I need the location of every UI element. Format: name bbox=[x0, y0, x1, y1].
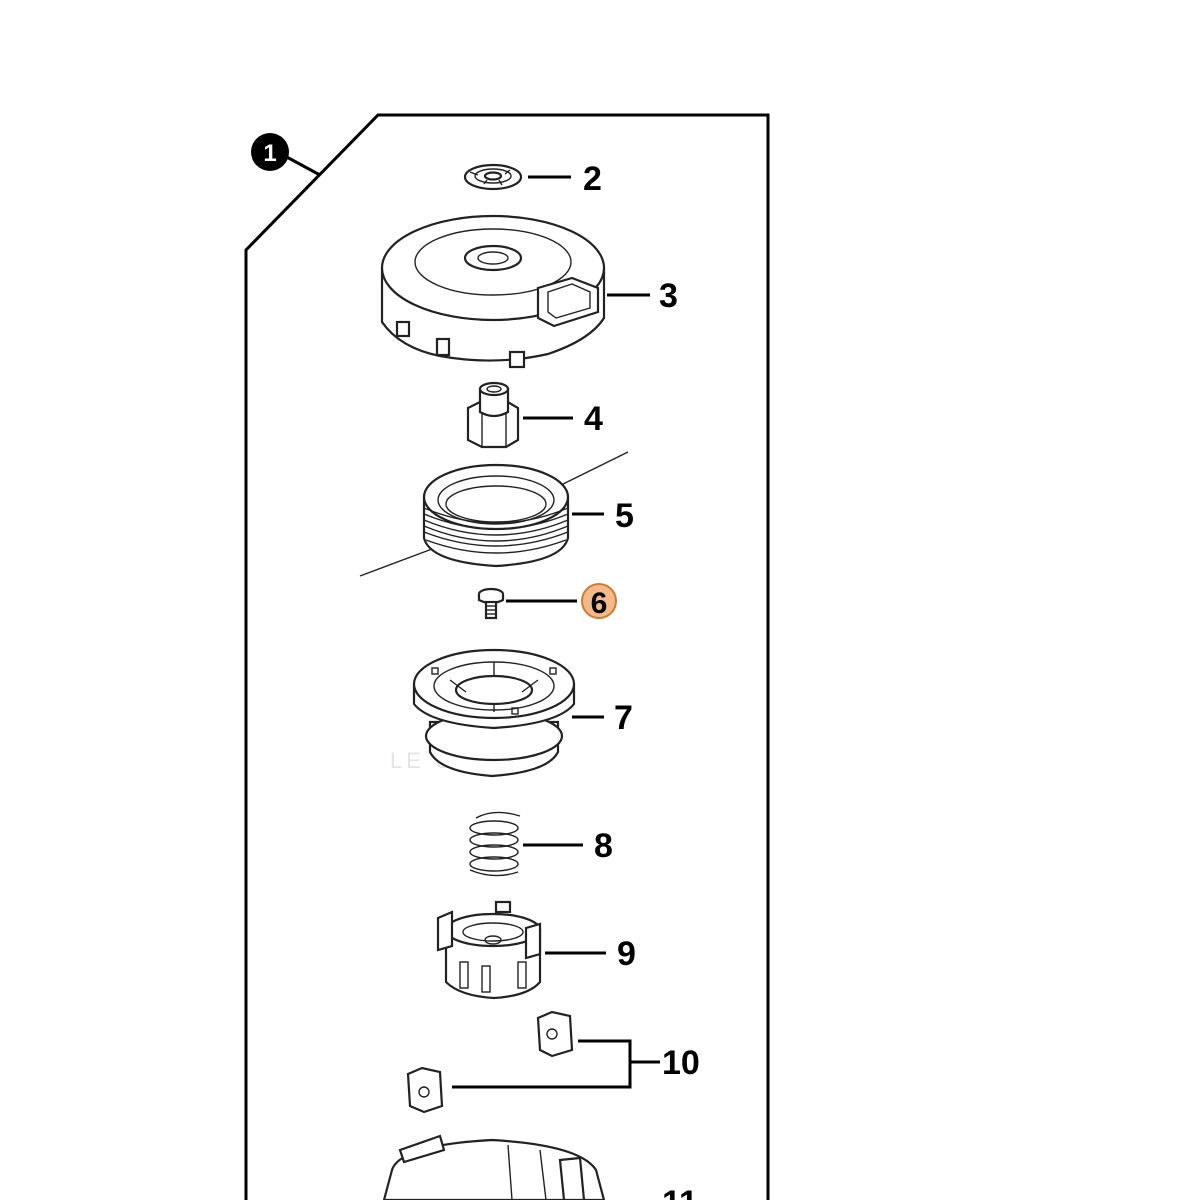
part-label-7[interactable]: 7 bbox=[614, 699, 633, 737]
nut-adapter-icon[interactable] bbox=[466, 381, 520, 449]
screw-icon[interactable] bbox=[477, 587, 505, 620]
part-label-4[interactable]: 4 bbox=[584, 400, 603, 438]
spring-icon[interactable] bbox=[469, 811, 521, 877]
washer-icon[interactable] bbox=[463, 163, 523, 191]
part-label-5[interactable]: 5 bbox=[615, 497, 634, 535]
part-label-11[interactable]: 11 bbox=[662, 1184, 698, 1200]
part-label-3[interactable]: 3 bbox=[659, 277, 678, 315]
part-label-6[interactable]: 6 bbox=[591, 587, 608, 620]
part-label-8[interactable]: 8 bbox=[594, 827, 613, 865]
highlight-badge-6[interactable] bbox=[581, 583, 617, 619]
part-label-2[interactable]: 2 bbox=[583, 160, 602, 198]
trimmer-line-coil-icon[interactable] bbox=[359, 451, 629, 577]
assembly-label: 1 bbox=[263, 140, 276, 167]
assembly-leader-line bbox=[282, 153, 321, 177]
clip-icon[interactable] bbox=[406, 1010, 574, 1114]
assembly-frame bbox=[244, 113, 770, 1200]
part-label-9[interactable]: 9 bbox=[617, 935, 636, 973]
leader-10 bbox=[452, 1039, 660, 1089]
assembly-badge[interactable] bbox=[251, 133, 289, 171]
part-label-10[interactable]: 10 bbox=[662, 1044, 700, 1082]
eyelet-housing-icon[interactable] bbox=[436, 900, 542, 1000]
spool-icon[interactable] bbox=[412, 648, 576, 778]
housing-icon[interactable] bbox=[382, 1134, 606, 1200]
spool-cover-icon[interactable] bbox=[380, 214, 606, 369]
